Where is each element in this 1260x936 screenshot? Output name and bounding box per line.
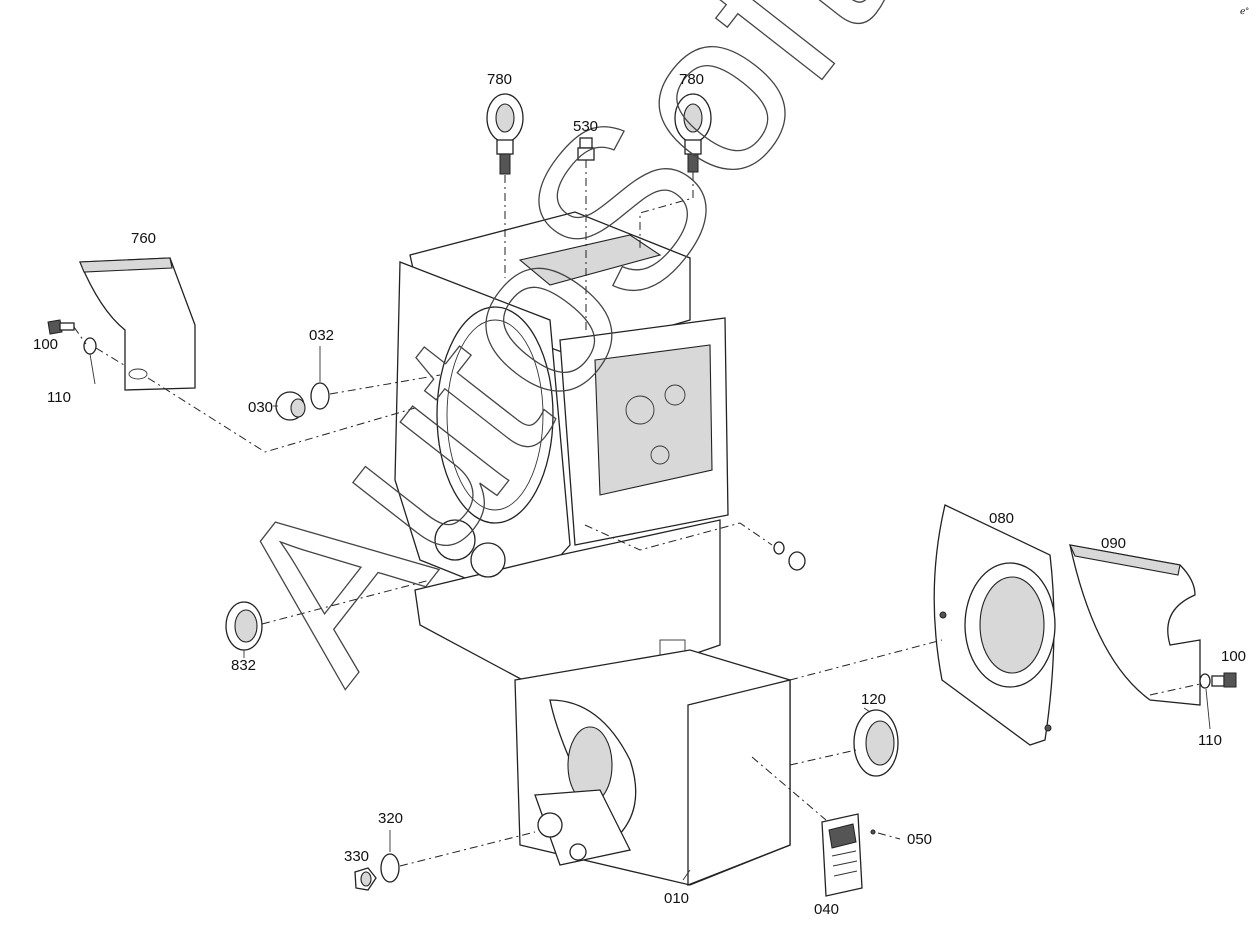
nameplate-040 bbox=[821, 813, 863, 897]
oring-032 bbox=[310, 382, 330, 410]
part-labels: 780 780 530 760 100 110 032 030 832 080 … bbox=[33, 71, 1246, 918]
housing-010 bbox=[394, 211, 791, 886]
rivet-050 bbox=[870, 829, 876, 835]
cover-120 bbox=[853, 709, 899, 777]
eye-bolt-780-left bbox=[486, 93, 524, 175]
plug-330 bbox=[354, 867, 377, 891]
label-760: 760 bbox=[131, 230, 156, 247]
screw-100-right bbox=[1211, 672, 1237, 688]
washer-110-right bbox=[1199, 673, 1211, 689]
label-780-right: 780 bbox=[679, 71, 704, 88]
label-120: 120 bbox=[861, 691, 886, 708]
label-100-right: 100 bbox=[1221, 648, 1246, 665]
label-110-left: 110 bbox=[47, 389, 71, 406]
label-032: 032 bbox=[309, 327, 334, 344]
small-plug-right bbox=[773, 541, 806, 571]
label-832: 832 bbox=[231, 657, 256, 674]
label-050: 050 bbox=[907, 831, 932, 848]
label-080: 080 bbox=[989, 510, 1014, 527]
label-780-left: 780 bbox=[487, 71, 512, 88]
label-010: 010 bbox=[664, 890, 689, 907]
shield-090 bbox=[1069, 544, 1201, 706]
washer-110-left bbox=[83, 337, 97, 355]
label-030: 030 bbox=[248, 399, 273, 416]
label-530: 530 bbox=[573, 118, 598, 135]
label-320: 320 bbox=[378, 810, 403, 827]
label-110-right: 110 bbox=[1198, 732, 1222, 749]
label-090: 090 bbox=[1101, 535, 1126, 552]
oring-320 bbox=[380, 853, 400, 883]
plug-030 bbox=[275, 391, 306, 421]
screw-100-left bbox=[47, 319, 75, 335]
assembly-lines bbox=[73, 160, 1201, 867]
corner-mark: ℯ° bbox=[1240, 6, 1249, 16]
leader-lines bbox=[89, 346, 1211, 881]
label-040: 040 bbox=[814, 901, 839, 918]
eye-bolt-780-right bbox=[674, 93, 712, 173]
vent-530 bbox=[577, 137, 595, 161]
cover-plate-080 bbox=[933, 504, 1056, 746]
cover-760 bbox=[79, 257, 196, 391]
label-100-left: 100 bbox=[33, 336, 58, 353]
label-330: 330 bbox=[344, 848, 369, 865]
